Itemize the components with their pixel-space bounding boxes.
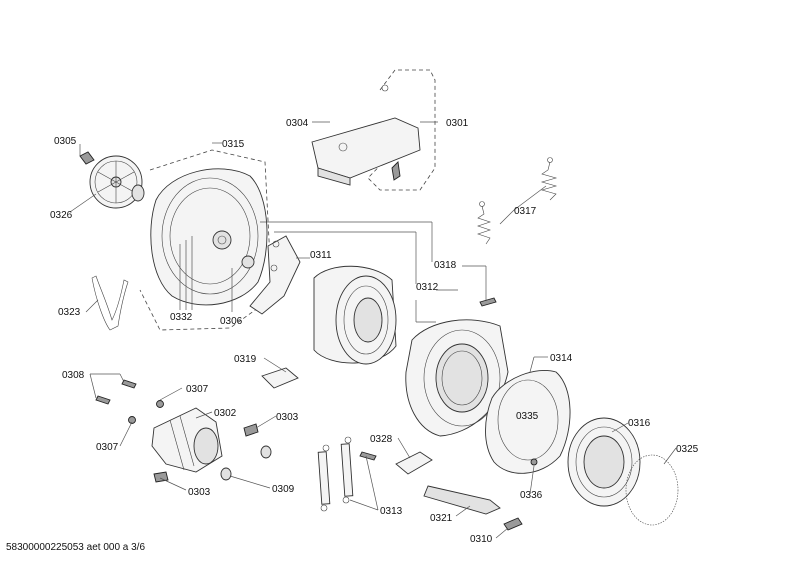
label-0316: 0316 <box>628 418 651 429</box>
control-module-group <box>311 69 436 191</box>
label-0315: 0315 <box>222 139 245 150</box>
label-0308: 0308 <box>62 370 85 381</box>
label-0305: 0305 <box>54 136 77 147</box>
part-0336-screw <box>530 458 538 466</box>
label-0303-right: 0303 <box>276 412 299 423</box>
label-0309: 0309 <box>272 484 295 495</box>
label-0321: 0321 <box>430 513 453 524</box>
label-0301: 0301 <box>446 118 469 129</box>
part-0301-bracket <box>391 161 401 181</box>
part-bearing <box>131 184 145 202</box>
label-0317: 0317 <box>514 206 537 217</box>
part-0303-clip-a <box>243 423 259 437</box>
part-0313-dampers <box>317 436 377 512</box>
part-0307-nut-b <box>128 416 136 424</box>
part-0309-bushing-a <box>260 445 272 459</box>
pulley-group <box>79 151 145 209</box>
label-0319: 0319 <box>234 354 257 365</box>
label-0312: 0312 <box>416 282 439 293</box>
label-0323: 0323 <box>58 307 81 318</box>
label-0306: 0306 <box>220 316 243 327</box>
part-0328-holder <box>395 451 433 475</box>
leader-lines <box>69 121 677 539</box>
label-0332: 0332 <box>170 312 193 323</box>
part-0309-bushing-b <box>220 467 232 481</box>
part-0306-spider <box>249 235 301 315</box>
part-0308-screw-a <box>121 379 137 389</box>
label-0336: 0336 <box>520 490 543 501</box>
label-0314: 0314 <box>550 353 573 364</box>
label-0326: 0326 <box>50 210 73 221</box>
part-0302-motor <box>151 407 223 473</box>
part-0319-bracket <box>261 367 299 389</box>
label-0325: 0325 <box>676 444 699 455</box>
part-0303-clip-b <box>153 471 169 483</box>
part-0325-clamp <box>625 454 679 526</box>
label-0304: 0304 <box>286 118 309 129</box>
label-0307-top: 0307 <box>186 384 209 395</box>
label-0313: 0313 <box>380 506 403 517</box>
label-0328: 0328 <box>370 434 393 445</box>
label-0307-bottom: 0307 <box>96 442 119 453</box>
part-0311-drum <box>313 265 397 365</box>
label-0335: 0335 <box>516 411 539 422</box>
document-id: 58300000225053 aet 000 a 3/6 <box>6 542 146 553</box>
part-0323-belt <box>91 275 129 331</box>
part-0315-rear-tub <box>150 168 268 306</box>
label-0311: 0311 <box>310 250 332 261</box>
part-0316-seal <box>567 417 641 507</box>
part-0317-springs <box>477 157 558 245</box>
part-0307-nut-a <box>156 400 164 408</box>
part-0304-housing <box>311 117 421 179</box>
part-0318-screw <box>479 297 497 307</box>
part-0312-front-tub <box>405 319 509 437</box>
part-0321-heater <box>423 485 501 515</box>
part-0310-sensor <box>503 517 523 531</box>
part-0305-screw <box>79 151 95 165</box>
part-0308-screw-b <box>95 395 111 405</box>
label-0303-bottom: 0303 <box>188 487 211 498</box>
part-labels: 0304 0301 0305 0315 0326 0317 0311 0318 … <box>50 118 699 545</box>
label-0310: 0310 <box>470 534 493 545</box>
rear-tub-group <box>139 149 273 331</box>
part-0314-seal-frame <box>485 370 571 474</box>
label-0318: 0318 <box>434 260 457 271</box>
label-0302: 0302 <box>214 408 237 419</box>
